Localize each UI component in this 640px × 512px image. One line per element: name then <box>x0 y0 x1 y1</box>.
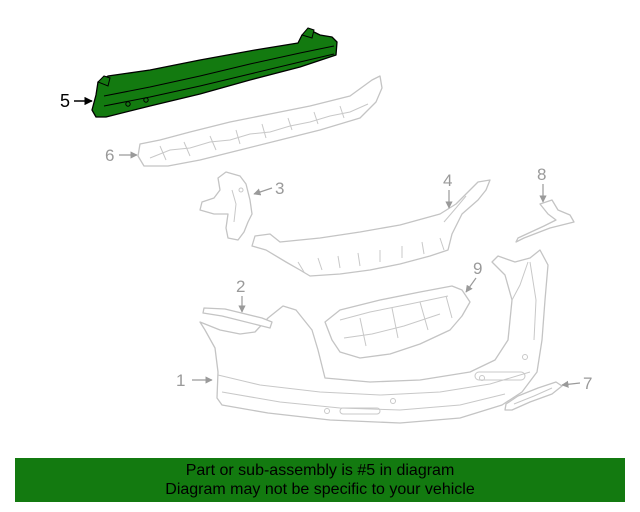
callouts: 1 2 3 4 5 6 7 8 9 <box>60 91 592 393</box>
banner-line-1: Part or sub-assembly is #5 in diagram <box>185 462 455 479</box>
banner-line-2: Diagram may not be specific to your vehi… <box>165 481 475 498</box>
callout-4: 4 <box>443 171 452 190</box>
side-reinforcement-part-8 <box>515 199 575 243</box>
callout-2: 2 <box>236 277 245 296</box>
callout-7: 7 <box>583 374 592 393</box>
support-bracket-part-4 <box>251 179 491 277</box>
leader-9 <box>465 277 477 293</box>
parts-diagram: 1 2 3 4 5 6 7 8 9 <box>60 27 592 424</box>
callout-5: 5 <box>60 91 70 111</box>
leader-7 <box>561 380 581 388</box>
impact-bar-part-5 <box>91 27 338 118</box>
bumper-cover-part-1 <box>199 249 549 424</box>
callout-8: 8 <box>537 165 546 184</box>
info-banner: Part or sub-assembly is #5 in diagram Di… <box>15 458 625 502</box>
energy-absorber-part-6 <box>137 75 383 167</box>
leader-3 <box>253 187 273 196</box>
step-pad-part-9 <box>324 285 471 359</box>
callout-9: 9 <box>473 259 482 278</box>
side-bracket-part-3 <box>199 171 253 241</box>
callout-1: 1 <box>176 371 185 390</box>
trim-strip-part-2 <box>202 307 273 329</box>
reflector-part-7 <box>504 381 563 411</box>
callout-6: 6 <box>105 146 114 165</box>
callout-3: 3 <box>275 179 284 198</box>
